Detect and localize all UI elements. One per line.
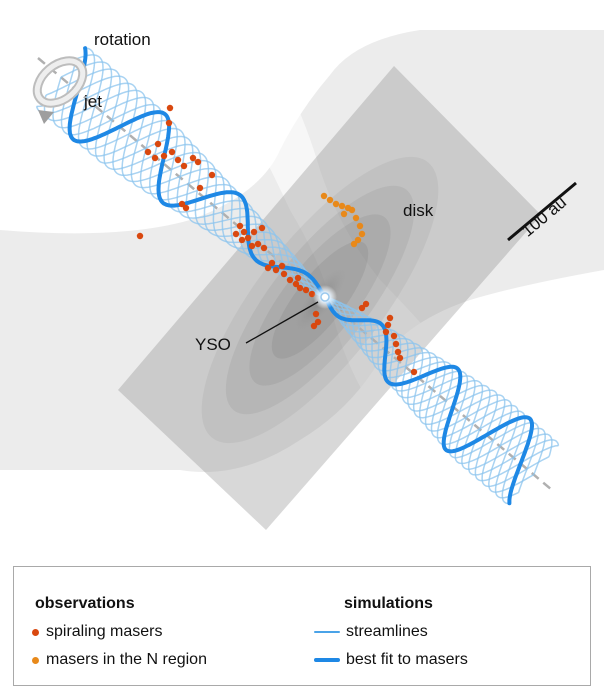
maser-dot: [180, 162, 188, 170]
maser-dot: [264, 264, 272, 272]
maser-dot: [278, 262, 286, 270]
maser-dot: [258, 224, 266, 232]
maser-dot: [248, 242, 256, 250]
maser-dot: [312, 310, 320, 318]
maser-dot: [396, 354, 404, 362]
maser-dot: [165, 119, 173, 127]
legend-observations-title: observations: [35, 595, 135, 612]
yso-marker: [320, 292, 330, 302]
streamline: [324, 296, 546, 475]
maser-dot: [151, 154, 159, 162]
legend-item-best-fit: best fit to masers: [314, 651, 468, 669]
maser-dot: [136, 232, 144, 240]
maser-dot: [354, 236, 362, 244]
maser-dot: [189, 154, 197, 162]
jet-label: jet: [84, 92, 102, 111]
maser-dot: [236, 222, 244, 230]
maser-dot: [196, 184, 204, 192]
streamline: [52, 76, 326, 298]
maser-dot: [160, 152, 168, 160]
maser-dot: [182, 204, 190, 212]
maser-dot: [154, 140, 162, 148]
legend-label: spiraling masers: [46, 623, 163, 640]
rotation-arrow-icon: [32, 56, 88, 124]
maser-dot: [410, 368, 418, 376]
legend-item-north-masers: masers in the N region: [32, 651, 207, 669]
maser-dot: [382, 328, 390, 336]
maser-dot: [166, 104, 174, 112]
maser-dot: [352, 214, 360, 222]
maser-dot: [240, 228, 248, 236]
rotation-label: rotation: [94, 30, 151, 49]
streamline: [324, 296, 560, 476]
maser-dot: [232, 230, 240, 238]
maser-dot: [238, 236, 246, 244]
yso-label: YSO: [195, 335, 231, 354]
best-fit-line: [323, 295, 534, 506]
streamline: [35, 82, 326, 298]
maser-dot: [348, 206, 356, 214]
maser-dot: [250, 228, 258, 236]
maser-dot: [332, 200, 340, 208]
maser-dot: [296, 284, 304, 292]
maser-dot: [310, 322, 318, 330]
maser-dot: [356, 222, 364, 230]
legend: observations spiraling masers masers in …: [13, 566, 591, 686]
north-region-masers: [320, 192, 366, 248]
maser-dot: [350, 240, 358, 248]
north-maser-dot-icon: [32, 656, 39, 664]
streamline: [43, 89, 326, 298]
disk-label: disk: [403, 201, 434, 220]
legend-label: masers in the N region: [46, 651, 207, 668]
spiraling-masers: [136, 104, 418, 376]
maser-dot: [392, 340, 400, 348]
maser-dot: [358, 230, 366, 238]
yso-leader-line: [245, 301, 319, 344]
maser-dot: [286, 276, 294, 284]
maser-dot: [168, 148, 176, 156]
maser-dot: [260, 244, 268, 252]
maser-dot: [394, 348, 402, 356]
jet-disk-diagram: [0, 10, 604, 555]
maser-dot: [174, 156, 182, 164]
maser-dot: [178, 200, 186, 208]
maser-dot: [320, 192, 328, 200]
maser-dot: [244, 234, 252, 242]
maser-dot: [208, 171, 216, 179]
maser-dot: [390, 332, 398, 340]
best-fit-swatch-icon: [314, 658, 340, 662]
legend-item-streamlines: streamlines: [314, 623, 428, 641]
scale-bar: [507, 181, 577, 242]
maser-dot: [292, 280, 300, 288]
maser-dot: [280, 270, 288, 278]
legend-simulations-title: simulations: [344, 595, 433, 612]
envelope: [0, 10, 604, 555]
maser-dot: [144, 148, 152, 156]
streamline: [324, 296, 553, 470]
maser-dot: [268, 259, 276, 267]
maser-dot: [254, 240, 262, 248]
maser-dot: [338, 202, 346, 210]
legend-label: best fit to masers: [346, 651, 468, 668]
maser-dot: [302, 286, 310, 294]
streamline-swatch-icon: [314, 631, 340, 633]
spiraling-maser-dot-icon: [32, 628, 39, 636]
maser-dot: [314, 318, 322, 326]
maser-dot: [384, 321, 392, 329]
maser-dot: [340, 210, 348, 218]
maser-dot: [358, 304, 366, 312]
legend-item-spiraling-masers: spiraling masers: [32, 623, 162, 641]
legend-label: streamlines: [346, 623, 428, 640]
maser-dot: [272, 266, 280, 274]
maser-dot: [386, 314, 394, 322]
streamline: [324, 296, 526, 505]
maser-dot: [326, 196, 334, 204]
maser-dot: [194, 158, 202, 166]
maser-dot: [362, 300, 370, 308]
maser-dot: [294, 274, 302, 282]
